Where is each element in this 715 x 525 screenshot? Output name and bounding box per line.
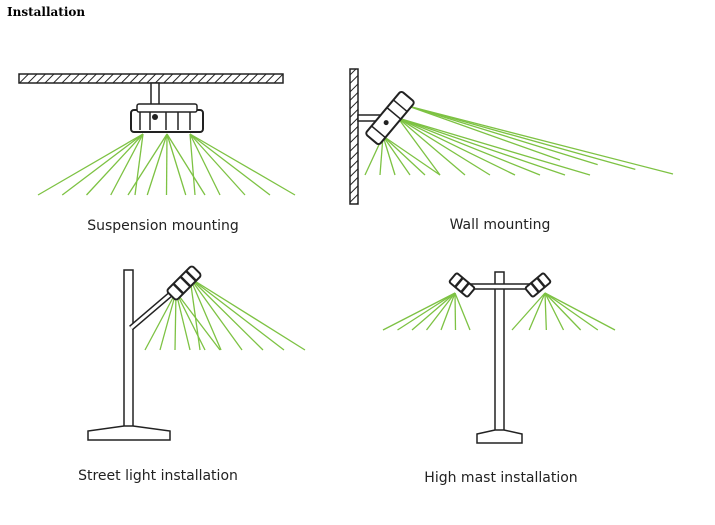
light-beam [175,291,206,351]
light-beam [382,135,411,176]
light-beam [189,277,222,351]
light-beam [189,277,243,351]
light-beam [86,133,144,196]
light-beam [146,133,168,196]
beam-group [382,292,471,331]
page-title: Installation [7,5,86,19]
caption-street-light-installation: Street light installation [78,468,238,484]
light-beam [454,292,471,331]
light-beam [397,117,566,176]
floodlight-fixture [166,265,202,301]
suspension-mount-illustration [18,73,296,196]
caption-suspension-mounting: Suspension mounting [87,218,239,234]
light-beam [397,117,516,176]
light-beam [544,292,547,331]
light-beam [407,105,598,166]
light-beam [511,292,546,331]
floodlight-fixture [448,272,476,298]
beam-group [511,292,616,331]
light-beam [189,277,201,351]
light-beam [189,277,264,351]
crossbar [469,283,533,290]
beam-group [37,133,296,196]
street-light-illustration [87,265,306,441]
light-beam [528,292,546,331]
light-beam [397,117,491,176]
light-beam [407,105,636,170]
light-beam [159,291,177,351]
beam-group [364,105,674,176]
light-beam [411,292,456,331]
light-beam [189,277,285,351]
light-beam [397,117,441,176]
light-beam [144,291,177,351]
light-beam [189,277,306,351]
light-beam [175,291,221,351]
light-beam [407,105,561,161]
pole-base [87,425,171,441]
light-beam [165,133,168,196]
light-beam [544,292,565,331]
light-beam [189,133,196,196]
light-beam [544,292,582,331]
pole-base [476,429,523,444]
pole [123,269,134,429]
light-beam [175,291,191,351]
high-mast-illustration [382,271,616,444]
floodlight-fixture [524,272,552,298]
light-beam [37,133,144,196]
light-beam [166,133,206,196]
pole [494,271,505,433]
light-beam [134,133,144,196]
light-beam [425,292,456,331]
floodlight-fixture [365,90,415,146]
light-beam [127,133,168,196]
light-beam [397,117,541,176]
light-beam [407,105,674,175]
light-beam [382,292,456,331]
light-beam [189,133,296,196]
light-beam [189,133,271,196]
light-beam [166,133,187,196]
light-beam [440,292,456,331]
light-beam [189,133,246,196]
caption-wall-mounting: Wall mounting [449,217,551,233]
light-beam [379,135,384,176]
wall-mount-illustration [349,68,674,205]
caption-high-mast-installation: High mast installation [424,470,578,486]
light-beam [61,133,144,196]
light-beam [544,292,599,331]
light-beam [544,292,616,331]
light-beam [382,135,441,176]
light-beam [382,135,396,176]
floodlight-fixture [130,103,204,133]
light-beam [174,291,177,351]
wall [349,68,359,205]
light-beam [382,135,426,176]
light-beam [397,117,591,176]
light-beam [454,292,457,331]
light-beam [110,133,144,196]
light-beam [397,117,466,176]
light-beam [397,292,456,331]
ceiling [18,73,284,84]
beam-group [144,277,306,351]
light-beam [189,133,221,196]
